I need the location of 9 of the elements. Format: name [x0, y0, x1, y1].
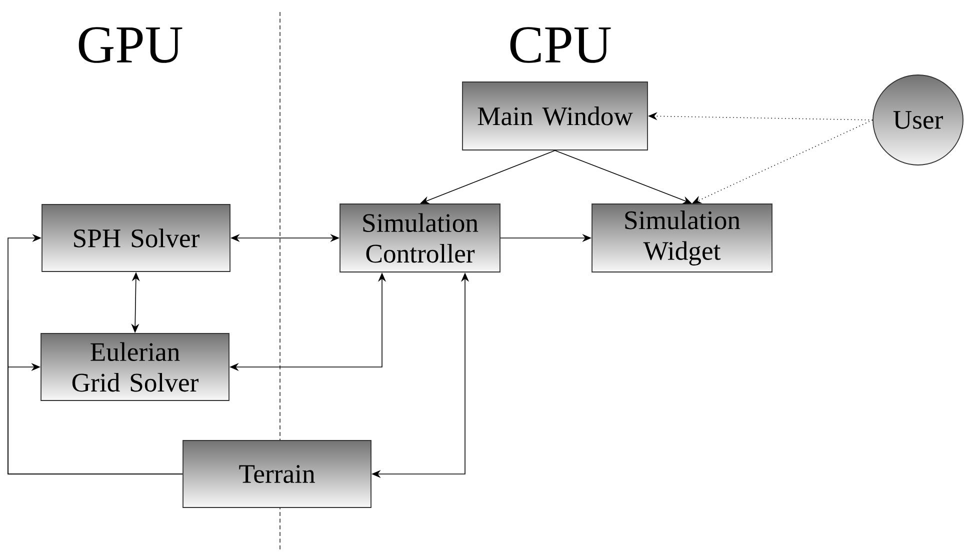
process-box: Simulation Controller [340, 204, 500, 272]
column-heading: GPU [78, 27, 182, 63]
column-heading: CPU [510, 27, 611, 63]
arrow [8, 300, 183, 474]
process-box: Main Window [462, 82, 648, 150]
process-box: Eulerian Grid Solver [40, 333, 230, 401]
process-box: Simulation Widget [592, 204, 772, 272]
process-box: Terrain [182, 440, 372, 508]
process-box: SPH Solver [42, 204, 230, 272]
